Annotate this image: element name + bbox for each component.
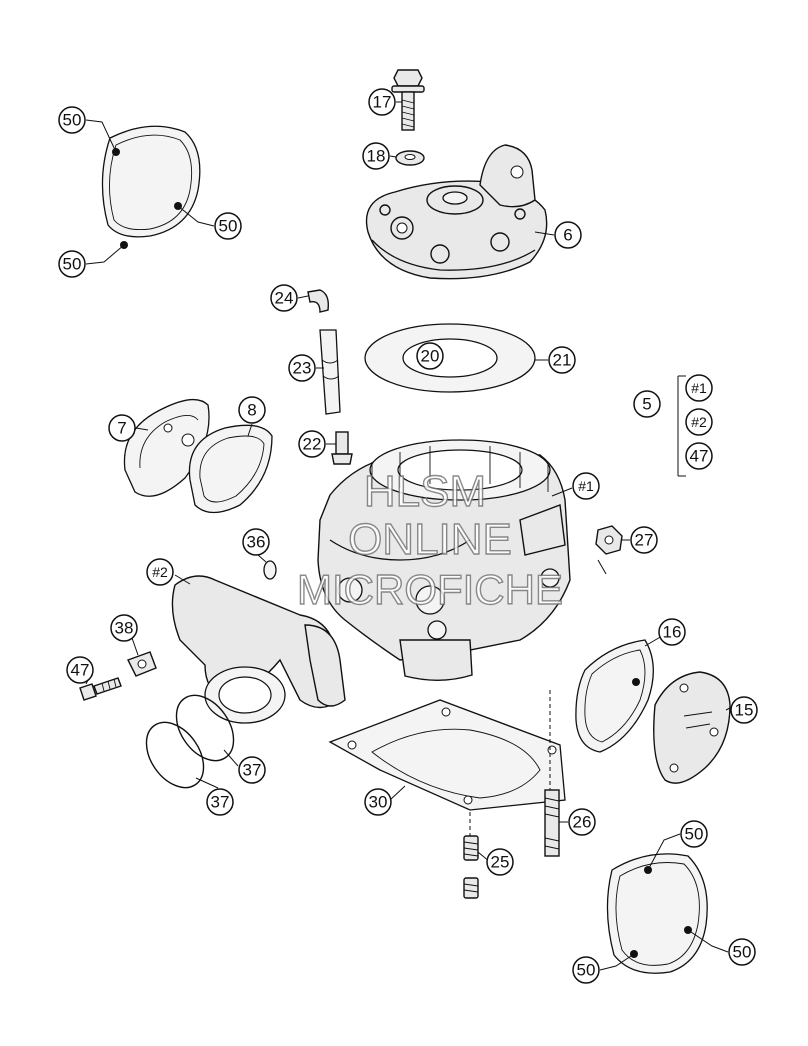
svg-text:7: 7 bbox=[117, 419, 126, 438]
gasket-8 bbox=[188, 424, 273, 514]
callout-36[interactable]: 36 bbox=[242, 528, 270, 556]
callout-6[interactable]: 6 bbox=[554, 221, 582, 249]
dowels-25 bbox=[463, 835, 479, 899]
cylinder bbox=[317, 439, 571, 681]
svg-text:21: 21 bbox=[553, 351, 572, 370]
svg-text:36: 36 bbox=[247, 533, 266, 552]
callout-21[interactable]: 21 bbox=[548, 346, 576, 374]
base-gasket-30 bbox=[328, 699, 566, 811]
callout-37-b[interactable]: 37 bbox=[206, 788, 234, 816]
svg-text:50: 50 bbox=[685, 825, 704, 844]
callout-8[interactable]: 8 bbox=[238, 396, 266, 424]
callout-26[interactable]: 26 bbox=[568, 808, 596, 836]
callout-7[interactable]: 7 bbox=[108, 414, 136, 442]
cover-15 bbox=[653, 671, 731, 784]
callout-24[interactable]: 24 bbox=[270, 284, 298, 312]
svg-text:15: 15 bbox=[735, 701, 754, 720]
callout-18[interactable]: 18 bbox=[362, 142, 390, 170]
svg-text:#1: #1 bbox=[691, 380, 707, 396]
callout-38[interactable]: 38 bbox=[110, 614, 138, 642]
washer-18 bbox=[395, 150, 425, 166]
callout-30[interactable]: 30 bbox=[364, 788, 392, 816]
gasket-7 bbox=[123, 398, 210, 497]
svg-text:22: 22 bbox=[303, 435, 322, 454]
svg-text:37: 37 bbox=[211, 793, 230, 812]
svg-text:37: 37 bbox=[243, 761, 262, 780]
o-ring-36 bbox=[263, 560, 277, 580]
svg-text:HLSM: HLSM bbox=[364, 467, 486, 516]
svg-text:30: 30 bbox=[369, 793, 388, 812]
svg-text:50: 50 bbox=[733, 943, 752, 962]
callout-47[interactable]: 47 bbox=[66, 656, 94, 684]
callout-5[interactable]: 5 bbox=[633, 390, 661, 418]
exhaust-socket bbox=[171, 575, 346, 724]
leader-lines bbox=[85, 101, 731, 971]
svg-text:20: 20 bbox=[421, 347, 440, 366]
fitting-22 bbox=[331, 431, 353, 465]
callout-16[interactable]: 16 bbox=[658, 618, 686, 646]
svg-text:50: 50 bbox=[63, 255, 82, 274]
svg-text:ONLINE: ONLINE bbox=[348, 515, 512, 564]
svg-text:8: 8 bbox=[247, 401, 256, 420]
svg-text:16: 16 bbox=[663, 623, 682, 642]
callout-17[interactable]: 17 bbox=[368, 88, 396, 116]
svg-text:6: 6 bbox=[563, 226, 572, 245]
callout-25[interactable]: 25 bbox=[486, 848, 514, 876]
svg-text:#2: #2 bbox=[152, 564, 168, 580]
callout-50-b[interactable]: 50 bbox=[214, 212, 242, 240]
cylinder-head-6 bbox=[365, 144, 548, 280]
callout-50-c[interactable]: 50 bbox=[58, 250, 86, 278]
nut-27 bbox=[595, 525, 623, 555]
callout-cylinder-1[interactable]: #1 bbox=[572, 472, 600, 500]
bolt-17 bbox=[391, 69, 425, 131]
callout-20[interactable]: 20 bbox=[416, 342, 444, 370]
svg-text:5: 5 bbox=[642, 395, 651, 414]
callout-socket-2[interactable]: #2 bbox=[146, 558, 174, 586]
cover-gasket-top-left bbox=[101, 125, 201, 249]
svg-text:25: 25 bbox=[491, 853, 510, 872]
hose-23 bbox=[319, 329, 341, 415]
svg-text:47: 47 bbox=[690, 447, 709, 466]
callout-50-e[interactable]: 50 bbox=[728, 938, 756, 966]
svg-text:50: 50 bbox=[219, 217, 238, 236]
bolt-47 bbox=[79, 677, 122, 701]
svg-text:27: 27 bbox=[635, 531, 654, 550]
fitting-24 bbox=[307, 289, 330, 313]
cover-gasket-bottom-right bbox=[606, 853, 708, 974]
svg-text:50: 50 bbox=[577, 961, 596, 980]
svg-text:MICROFICHE: MICROFICHE bbox=[297, 566, 563, 613]
svg-text:18: 18 bbox=[367, 147, 386, 166]
plate-38 bbox=[127, 651, 157, 677]
callout-15[interactable]: 15 bbox=[730, 696, 758, 724]
svg-text:#1: #1 bbox=[578, 478, 594, 494]
svg-text:#2: #2 bbox=[691, 414, 707, 430]
svg-text:23: 23 bbox=[293, 359, 312, 378]
svg-text:17: 17 bbox=[373, 93, 392, 112]
svg-text:24: 24 bbox=[275, 289, 294, 308]
callout-27[interactable]: 27 bbox=[630, 526, 658, 554]
callout-50-a[interactable]: 50 bbox=[58, 106, 86, 134]
stud-26 bbox=[544, 789, 560, 857]
callout-47-kit[interactable]: 47 bbox=[685, 442, 713, 470]
callout-50-f[interactable]: 50 bbox=[572, 956, 600, 984]
o-rings-37 bbox=[145, 694, 235, 789]
watermark: HLSM ONLINE MICROFICHE bbox=[296, 466, 563, 613]
gasket-16 bbox=[575, 639, 654, 753]
svg-text:47: 47 bbox=[71, 661, 90, 680]
callout-kit-2[interactable]: #2 bbox=[685, 408, 713, 436]
svg-text:26: 26 bbox=[573, 813, 592, 832]
head-gasket-21 bbox=[364, 323, 536, 393]
callout-kit-1[interactable]: #1 bbox=[685, 374, 713, 402]
callout-50-d[interactable]: 50 bbox=[680, 820, 708, 848]
callout-22[interactable]: 22 bbox=[298, 430, 326, 458]
svg-text:50: 50 bbox=[63, 111, 82, 130]
callout-37-a[interactable]: 37 bbox=[238, 756, 266, 784]
callout-23[interactable]: 23 bbox=[288, 354, 316, 382]
svg-text:38: 38 bbox=[115, 619, 134, 638]
